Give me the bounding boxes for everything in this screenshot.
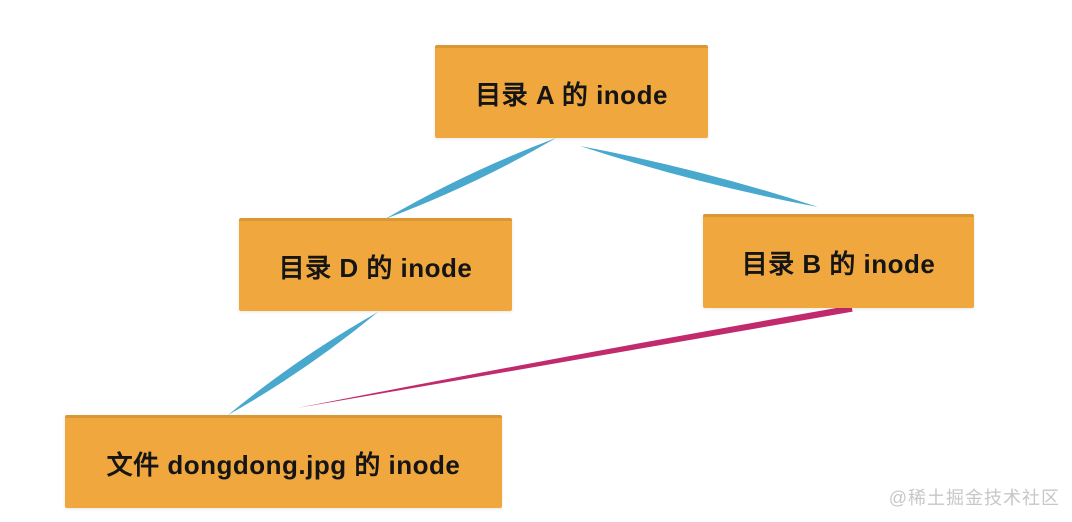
edge-dir-a-to-dir-d — [385, 138, 556, 219]
node-file-dongdong-inode: 文件 dongdong.jpg 的 inode — [65, 415, 502, 508]
node-dir-a-inode: 目录 A 的 inode — [435, 45, 708, 138]
edge-dir-d-to-file — [228, 312, 378, 415]
node-dir-d-label: 目录 D 的 inode — [278, 252, 473, 283]
node-dir-d-inode: 目录 D 的 inode — [239, 218, 512, 311]
node-dir-b-inode: 目录 B 的 inode — [703, 214, 974, 308]
edge-dir-b-to-file — [297, 305, 853, 408]
node-dir-a-label: 目录 A 的 inode — [475, 79, 668, 110]
node-dir-b-label: 目录 B 的 inode — [741, 249, 936, 279]
node-file-label: 文件 dongdong.jpg 的 inode — [106, 449, 461, 480]
watermark: @稀土掘金技术社区 — [888, 488, 1060, 508]
edge-dir-a-to-dir-b — [580, 146, 818, 207]
